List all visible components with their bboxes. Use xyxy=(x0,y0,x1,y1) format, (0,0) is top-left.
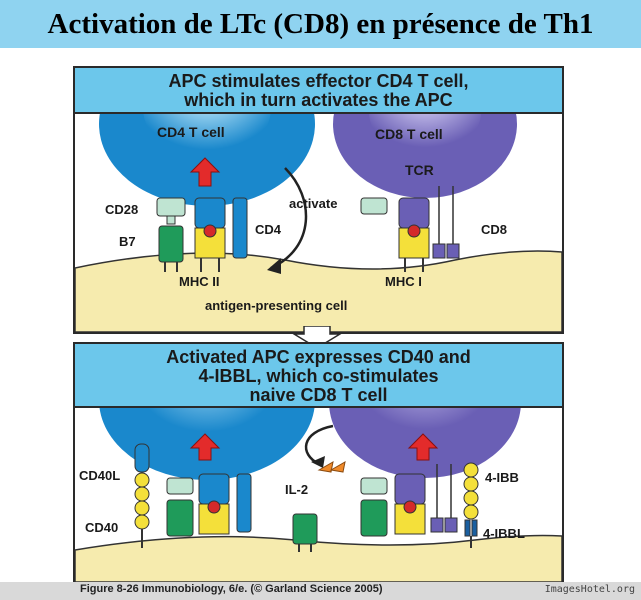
label-b7: B7 xyxy=(119,234,136,249)
label-cd8: CD8 xyxy=(481,222,508,237)
label-cd40: CD40 xyxy=(85,520,119,535)
bottom-panel: Activated APC expresses CD40 and 4-IBBL,… xyxy=(73,342,564,584)
bottom-banner-line1: Activated APC expresses CD40 and xyxy=(166,347,471,367)
watermark: ImagesHotel.org xyxy=(544,584,635,595)
top-banner-line1: APC stimulates effector CD4 T cell, xyxy=(168,71,469,91)
top-banner: APC stimulates effector CD4 T cell, whic… xyxy=(75,68,562,114)
title-bar: Activation de LTc (CD8) en présence de T… xyxy=(0,0,641,48)
label-cd8-t-cell: CD8 T cell xyxy=(375,126,443,142)
label-activate: activate xyxy=(289,196,338,211)
signal-arrow-icon xyxy=(189,157,221,187)
down-arrow-icon xyxy=(292,326,342,348)
apc-membrane-bottom xyxy=(75,534,562,582)
label-cd28: CD28 xyxy=(105,202,139,217)
label-cd4: CD4 xyxy=(255,222,282,237)
label-il2: IL-2 xyxy=(285,482,309,497)
label-4-ibbl: 4-IBBL xyxy=(483,526,525,541)
label-cd40l: CD40L xyxy=(79,468,121,483)
figure-caption: Figure 8-26 Immunobiology, 6/e. (© Garla… xyxy=(80,583,383,595)
activate-arrow xyxy=(270,167,308,270)
label-4-ibb: 4-IBB xyxy=(485,470,519,485)
label-apc: antigen-presenting cell xyxy=(205,298,348,313)
bottom-banner-line3: naive CD8 T cell xyxy=(249,385,388,405)
bottom-banner: Activated APC expresses CD40 and 4-IBBL,… xyxy=(75,344,562,408)
label-mhc1: MHC I xyxy=(385,274,422,289)
caption-bar: Figure 8-26 Immunobiology, 6/e. (© Garla… xyxy=(0,582,641,600)
bottom-banner-line2: 4-IBBL, which co-stimulates xyxy=(198,366,439,386)
label-mhc2: MHC II xyxy=(179,274,220,289)
top-panel: APC stimulates effector CD4 T cell, whic… xyxy=(73,66,564,334)
top-banner-line2: which in turn activates the APC xyxy=(184,90,453,110)
page-title: Activation de LTc (CD8) en présence de T… xyxy=(47,7,594,40)
label-cd4-t-cell: CD4 T cell xyxy=(157,124,225,140)
label-tcr: TCR xyxy=(405,162,434,178)
apc-membrane xyxy=(75,250,562,332)
